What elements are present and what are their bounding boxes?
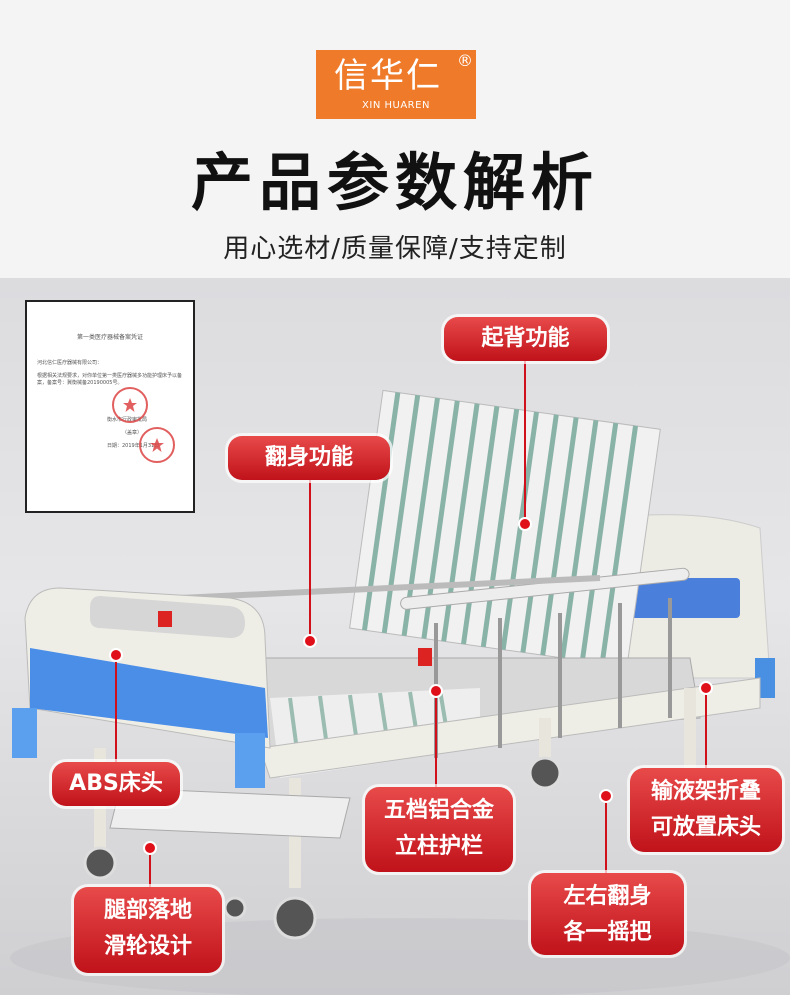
callout-crank: 左右翻身 各一摇把 <box>531 873 684 955</box>
callout-guardrail: 五档铝合金 立柱护栏 <box>365 787 513 872</box>
seal-stamp <box>112 387 148 423</box>
callout-iv-pole: 输液架折叠 可放置床头 <box>630 768 782 852</box>
callout-line-2: 可放置床头 <box>650 815 761 840</box>
brand-name-en: XIN HUAREN <box>362 100 430 111</box>
certificate-body: 根据相关法规要求，对你单位第一类医疗器械多功能护理床予以备案，备案号：冀衡械备2… <box>37 373 183 386</box>
certificate-title: 第一类医疗器械备案凭证 <box>76 334 143 341</box>
callout-line-2: 各一摇把 <box>563 920 652 945</box>
callout-line <box>435 691 437 787</box>
callout-line-2: 滑轮设计 <box>103 934 192 959</box>
callout-line <box>705 688 707 768</box>
callout-dot <box>303 634 317 648</box>
callout-line-1: 腿部落地 <box>103 898 192 923</box>
callout-line-1: 五档铝合金 <box>383 798 494 823</box>
callout-line <box>309 480 311 641</box>
callout-dot <box>599 789 613 803</box>
page-subtitle: 用心选材/质量保障/支持定制 <box>223 234 567 264</box>
brand-name-cn: 信华仁 <box>334 56 442 96</box>
callout-dot <box>518 517 532 531</box>
seal-stamp <box>139 427 175 463</box>
callout-dot <box>429 684 443 698</box>
callout-line <box>524 361 526 524</box>
bed-illustration <box>10 389 790 995</box>
page-title: 产品参数解析 <box>190 146 599 219</box>
callout-line-1: 输液架折叠 <box>650 779 761 804</box>
callout-line-2: 立柱护栏 <box>394 834 483 859</box>
brand-logo: 信华仁 XIN HUAREN ® <box>316 50 476 119</box>
callout-dot <box>109 648 123 662</box>
callout-line <box>115 655 117 762</box>
callout-casters: 腿部落地 滑轮设计 <box>74 887 222 973</box>
callout-line-1: 左右翻身 <box>563 884 652 909</box>
callout-dot <box>143 841 157 855</box>
star-icon <box>123 398 137 412</box>
header-area: 信华仁 XIN HUAREN ® 产品参数解析 用心选材/质量保障/支持定制 <box>0 0 790 278</box>
certificate-seal-note: （盖章） <box>122 430 143 436</box>
registration-certificate: 第一类医疗器械备案凭证 河北信仁医疗器械有限公司： 根据相关法规要求，对你单位第… <box>25 300 195 513</box>
star-icon <box>150 438 164 452</box>
callout-backrest: 起背功能 <box>444 317 607 361</box>
certificate-date: 日期：2019年1月31日 <box>107 443 160 449</box>
callout-dot <box>699 681 713 695</box>
certificate-addressee: 河北信仁医疗器械有限公司： <box>37 360 103 366</box>
callout-abs-head: ABS床头 <box>52 762 180 806</box>
registered-mark: ® <box>457 51 473 70</box>
callout-line <box>149 848 151 887</box>
callout-line <box>605 796 607 873</box>
callout-turn-over: 翻身功能 <box>228 436 390 480</box>
